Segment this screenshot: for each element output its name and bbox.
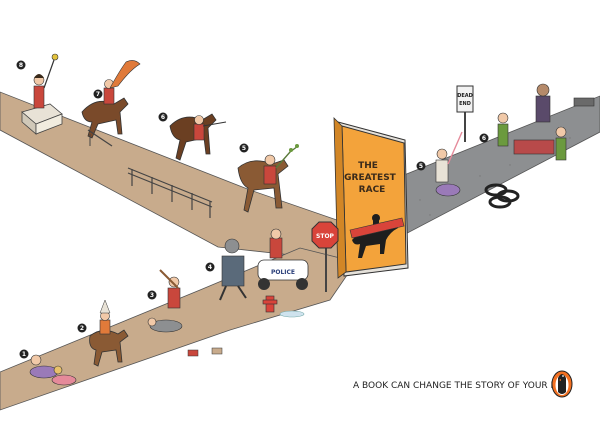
rider-5-branch	[237, 144, 299, 213]
marker-4: 4	[208, 264, 212, 271]
runner-5-right	[435, 131, 463, 197]
rider-7-jumping	[81, 60, 141, 147]
medal-icon	[51, 53, 59, 61]
marker-1: 1	[22, 351, 26, 358]
dead-end-line1: DEAD	[457, 93, 473, 99]
fire-hydrant	[262, 295, 305, 318]
book: THE GREATEST RACE	[333, 117, 409, 279]
book-title-line2: GREATEST	[344, 173, 397, 183]
marker-2: 2	[80, 325, 84, 332]
marker-6: 6	[161, 114, 165, 121]
tires	[484, 183, 520, 209]
marker-8: 8	[19, 62, 23, 69]
runner-2-dog	[89, 299, 129, 367]
stop-sign-label: STOP	[316, 233, 335, 240]
guard-rail	[127, 167, 213, 218]
marker-7: 7	[96, 91, 100, 98]
crash-group-6	[497, 83, 595, 161]
winner-podium	[21, 53, 63, 135]
runner-4-police: POLICE	[219, 228, 309, 301]
book-ribbon	[349, 217, 405, 239]
runner-3-fight	[147, 269, 183, 333]
book-title-line1: THE	[358, 161, 378, 171]
runner-1-crawling	[29, 354, 77, 386]
marker-6-right: 6	[482, 135, 486, 142]
book-title-line3: RACE	[359, 185, 386, 195]
dropped-book	[187, 349, 199, 357]
number-markers: 1 2 3 4 5 6 7 8 5 6	[16, 60, 489, 359]
police-motorbike: POLICE	[257, 228, 309, 290]
rider-6-polo	[169, 113, 227, 161]
dropped-item	[211, 347, 223, 355]
marker-3: 3	[150, 292, 154, 299]
marker-5-right: 5	[419, 163, 423, 170]
dead-end-line2: END	[459, 101, 471, 107]
tagline: A BOOK CAN CHANGE THE STORY OF YOUR LIFE…	[353, 381, 572, 391]
police-label: POLICE	[271, 269, 295, 276]
stop-sign: STOP	[311, 221, 339, 292]
penguin-logo	[551, 370, 573, 398]
dead-end-sign: DEAD END	[456, 85, 474, 142]
marker-5: 5	[242, 145, 246, 152]
